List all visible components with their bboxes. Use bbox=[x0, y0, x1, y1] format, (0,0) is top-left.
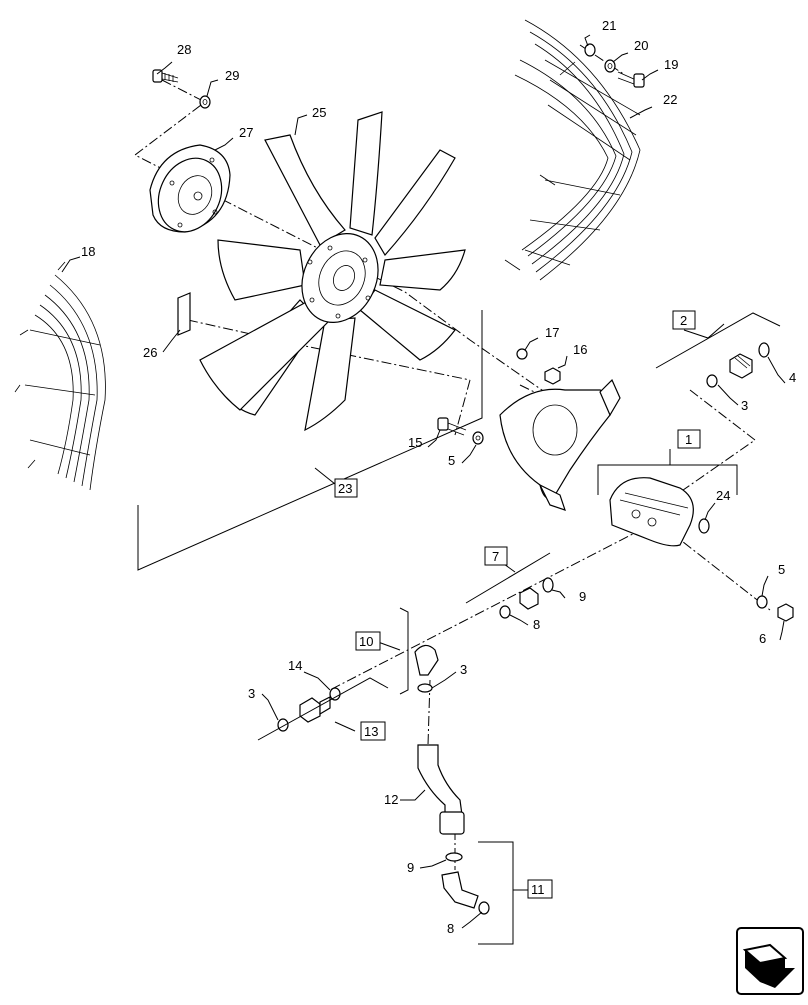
callout-18: 18 bbox=[81, 244, 95, 259]
callout-29: 29 bbox=[225, 68, 239, 83]
callout-3c: 3 bbox=[248, 686, 255, 701]
callout-20: 20 bbox=[634, 38, 648, 53]
callout-labels: 28 29 27 25 18 26 21 20 19 22 17 16 15 5… bbox=[81, 18, 796, 936]
washer-21 bbox=[584, 43, 596, 57]
callout-26: 26 bbox=[143, 345, 157, 360]
callout-12: 12 bbox=[384, 792, 398, 807]
o-ring-3b bbox=[417, 683, 433, 693]
callout-21: 21 bbox=[602, 18, 616, 33]
next-page-arrow-icon[interactable] bbox=[736, 927, 804, 995]
leaders bbox=[61, 34, 786, 929]
o-ring-8b bbox=[478, 901, 490, 915]
callout-13: 13 bbox=[364, 724, 378, 739]
washer-29 bbox=[199, 95, 211, 109]
callout-25: 25 bbox=[312, 105, 326, 120]
callout-4: 4 bbox=[789, 370, 796, 385]
callout-7: 7 bbox=[492, 549, 499, 564]
callout-5a: 5 bbox=[448, 453, 455, 468]
callout-8a: 8 bbox=[533, 617, 540, 632]
elbow-fitting-11 bbox=[441, 871, 479, 909]
nut-16 bbox=[544, 367, 561, 385]
group-lines bbox=[137, 310, 781, 945]
nut-6 bbox=[777, 603, 794, 622]
cooler-1 bbox=[609, 477, 694, 547]
tube-12 bbox=[417, 744, 465, 835]
bolt-15 bbox=[437, 417, 467, 436]
o-ring-14 bbox=[329, 687, 341, 701]
box-callouts bbox=[334, 310, 701, 899]
callout-1: 1 bbox=[685, 432, 692, 447]
callout-2: 2 bbox=[680, 313, 687, 328]
spacer-27 bbox=[149, 144, 231, 233]
callout-27: 27 bbox=[239, 125, 253, 140]
o-ring-9b bbox=[445, 852, 463, 862]
o-ring-8a bbox=[499, 605, 511, 619]
callout-11: 11 bbox=[531, 882, 545, 897]
washer-5a bbox=[472, 431, 484, 445]
callout-22: 22 bbox=[663, 92, 677, 107]
callout-3b: 3 bbox=[460, 662, 467, 677]
callout-15: 15 bbox=[408, 435, 422, 450]
o-ring-3c bbox=[277, 718, 289, 732]
o-ring-3a bbox=[706, 374, 718, 388]
elbow-10 bbox=[414, 644, 439, 676]
bolt-19 bbox=[617, 71, 645, 88]
callout-5b: 5 bbox=[778, 562, 785, 577]
callout-24: 24 bbox=[716, 488, 730, 503]
callout-9a: 9 bbox=[579, 589, 586, 604]
callout-10: 10 bbox=[359, 634, 373, 649]
callout-23: 23 bbox=[338, 481, 352, 496]
washer-17 bbox=[516, 348, 528, 360]
washer-5b bbox=[756, 595, 768, 609]
guard-22 bbox=[504, 19, 641, 281]
callout-8b: 8 bbox=[447, 921, 454, 936]
callout-14: 14 bbox=[288, 658, 302, 673]
callout-17: 17 bbox=[545, 325, 559, 340]
fitting-7 bbox=[519, 587, 539, 610]
guard-18 bbox=[14, 261, 106, 491]
callout-9b: 9 bbox=[407, 860, 414, 875]
fan-25 bbox=[199, 111, 466, 432]
washer-20 bbox=[604, 59, 616, 73]
bracket bbox=[499, 378, 621, 511]
fitting-2 bbox=[729, 353, 753, 379]
o-ring-24 bbox=[698, 518, 710, 534]
o-ring-4 bbox=[758, 342, 770, 358]
callout-28: 28 bbox=[177, 42, 191, 57]
callout-6: 6 bbox=[759, 631, 766, 646]
decal-26 bbox=[177, 292, 191, 336]
callout-19: 19 bbox=[664, 57, 678, 72]
callout-3a: 3 bbox=[741, 398, 748, 413]
callout-16: 16 bbox=[573, 342, 587, 357]
fitting-13 bbox=[299, 696, 331, 723]
bolt-28 bbox=[152, 69, 179, 83]
o-ring-9a bbox=[542, 577, 554, 593]
